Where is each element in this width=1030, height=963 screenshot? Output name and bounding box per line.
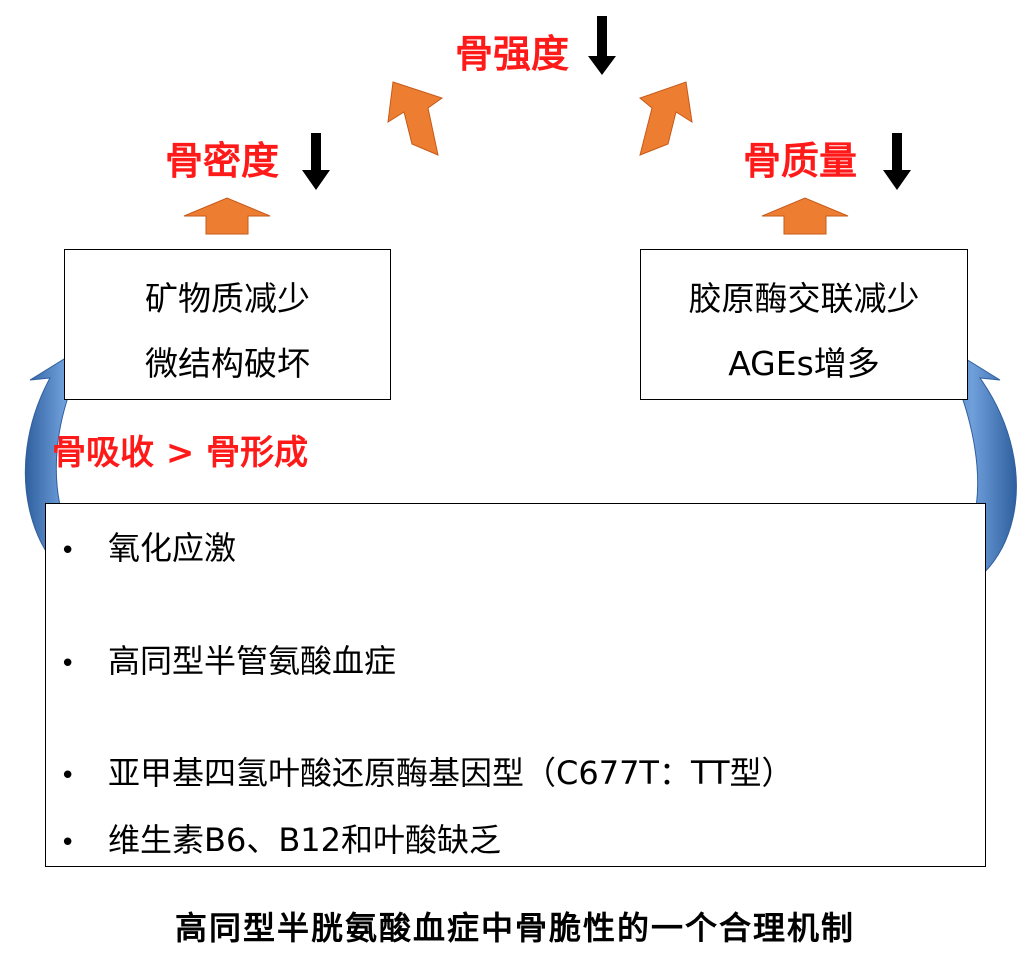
right-mechanism-box: 胶原酶交联减少 AGEs增多 xyxy=(640,249,968,400)
list-item: • 高同型半管氨酸血症 xyxy=(60,645,396,677)
list-item: • 亚甲基四氢叶酸还原酶基因型（C677T：TT型） xyxy=(60,757,794,789)
left-box-line-2: 微结构破坏 xyxy=(145,344,310,383)
right-box-line-2: AGEs增多 xyxy=(728,344,880,383)
left-mechanism-box: 矿物质减少 微结构破坏 xyxy=(64,249,391,400)
down-arrow-density-icon xyxy=(302,133,330,190)
bone-strength-label: 骨强度 xyxy=(455,32,570,76)
list-item: • 维生素B6、B12和叶酸缺乏 xyxy=(60,824,501,856)
up-arrow-density-icon xyxy=(183,197,271,235)
list-item-text: 氧化应激 xyxy=(108,529,237,567)
down-arrow-quality-icon xyxy=(883,133,911,190)
down-arrow-strength-icon xyxy=(588,16,616,75)
resorption-formation-label: 骨吸收 > 骨形成 xyxy=(52,433,309,473)
diagonal-arrow-left-icon xyxy=(387,81,444,156)
right-box-line-1: 胶原酶交联减少 xyxy=(688,279,920,318)
bullet-icon: • xyxy=(60,649,76,679)
list-item: • 氧化应激 xyxy=(60,532,236,564)
cause-list-box xyxy=(45,503,986,867)
figure-caption: 高同型半胱氨酸血症中骨脆性的一个合理机制 xyxy=(174,909,855,947)
bullet-icon: • xyxy=(60,828,76,858)
bullet-icon: • xyxy=(60,536,76,566)
list-item-text: 维生素B6、B12和叶酸缺乏 xyxy=(108,821,501,859)
bullet-icon: • xyxy=(60,761,76,791)
up-arrow-quality-icon xyxy=(761,197,849,235)
list-item-text: 亚甲基四氢叶酸还原酶基因型（C677T：TT型） xyxy=(108,754,794,792)
left-box-line-1: 矿物质减少 xyxy=(145,279,310,318)
list-item-text: 高同型半管氨酸血症 xyxy=(108,642,397,680)
bone-density-label: 骨密度 xyxy=(165,139,280,183)
bone-quality-label: 骨质量 xyxy=(743,139,858,183)
diagonal-arrow-right-icon xyxy=(639,81,693,156)
